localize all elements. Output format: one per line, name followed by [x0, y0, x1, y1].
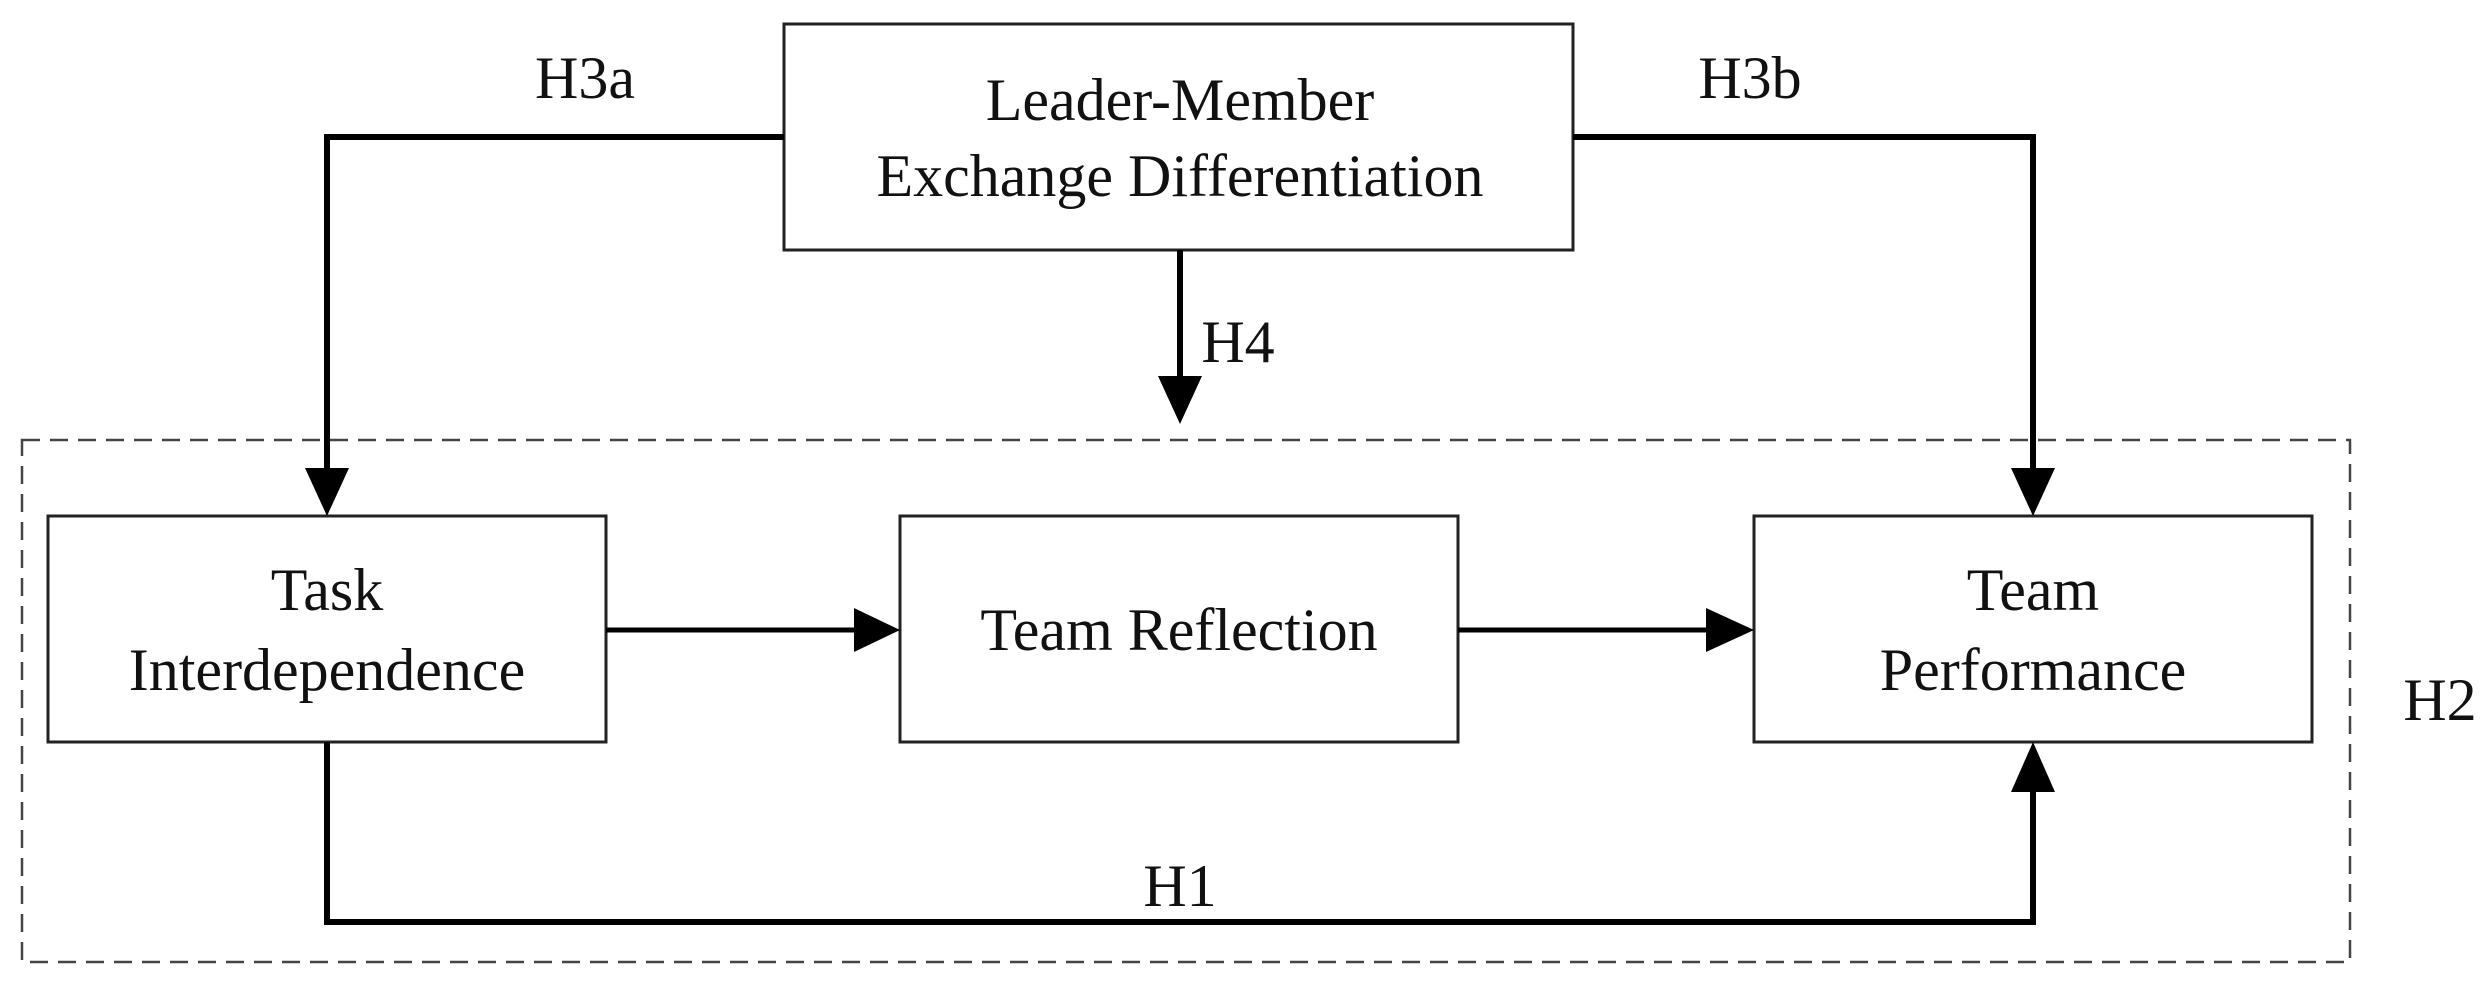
h1-line	[324, 742, 2036, 925]
h3b-line	[1573, 134, 2036, 470]
task-to-reflection-arrowhead	[854, 608, 900, 652]
task-interdependence-label-line1: Task	[271, 557, 383, 623]
h1-label: H1	[1143, 853, 1216, 919]
task-interdependence-box	[46, 514, 608, 744]
h3a-line	[324, 134, 784, 470]
lmx-differentiation-label-line2: Exchange Differentiation	[877, 143, 1484, 209]
task-interdependence-node: Task Interdependence	[46, 514, 608, 744]
h3a-arrowhead	[305, 468, 349, 516]
moderation-frame	[20, 438, 2352, 964]
task-to-reflection-connector	[606, 608, 900, 652]
lmx-differentiation-box	[782, 22, 1575, 252]
team-reflection-label: Team Reflection	[980, 597, 1377, 663]
h4-label: H4	[1201, 309, 1274, 375]
lmx-differentiation-label-line1: Leader-Member	[986, 67, 1375, 133]
team-reflection-node: Team Reflection	[898, 514, 1460, 744]
team-performance-label-line2: Performance	[1880, 637, 2187, 703]
team-performance-label-line1: Team	[1967, 557, 2099, 623]
h4-arrowhead	[1158, 376, 1202, 424]
h2-label: H2	[2403, 667, 2476, 733]
h3b-connector	[1573, 134, 2055, 516]
h3b-arrowhead	[2011, 468, 2055, 516]
team-performance-node: Team Performance	[1752, 514, 2314, 744]
h3a-label: H3a	[535, 45, 635, 111]
team-reflection-box	[898, 514, 1460, 744]
reflection-to-performance-arrowhead	[1706, 608, 1754, 652]
task-interdependence-label-line2: Interdependence	[129, 637, 525, 703]
h3b-label: H3b	[1698, 45, 1801, 111]
team-performance-box	[1752, 514, 2314, 744]
h1-arrowhead	[2011, 742, 2055, 792]
reflection-to-performance-connector	[1458, 608, 1754, 652]
lmx-differentiation-node: Leader-Member Exchange Differentiation	[782, 22, 1575, 252]
h3a-connector	[305, 134, 784, 516]
h4-connector	[1158, 250, 1202, 424]
h1-connector	[324, 742, 2055, 925]
